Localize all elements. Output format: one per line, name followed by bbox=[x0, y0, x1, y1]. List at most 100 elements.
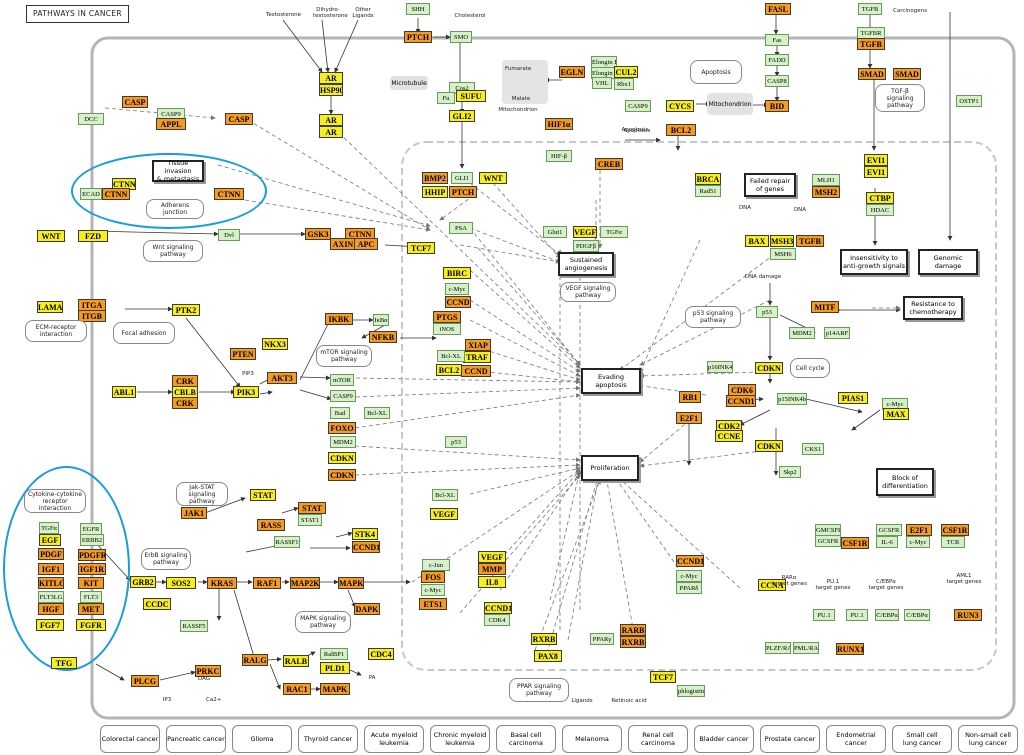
gene-p53[interactable]: p53 bbox=[756, 306, 778, 318]
gene-rac1[interactable]: RAC1 bbox=[283, 683, 311, 695]
gene-psa[interactable]: PSA bbox=[449, 222, 473, 234]
gene-tgfa[interactable]: TGFα bbox=[39, 522, 59, 534]
pathway-adherens[interactable]: Adherens junction bbox=[146, 199, 204, 219]
gene-bclxl-m2[interactable]: Bcl-XL bbox=[364, 407, 390, 419]
gene-max[interactable]: MAX bbox=[883, 408, 909, 420]
disease-link[interactable]: Renal cell carcinoma bbox=[628, 725, 688, 753]
pathway-mitochondrion[interactable]: Mitochondrion bbox=[707, 93, 753, 115]
gene-smad-a[interactable]: SMAD bbox=[858, 68, 886, 80]
gene-cmyc-m[interactable]: c-Myc bbox=[445, 283, 469, 295]
gene-ar-c[interactable]: AR bbox=[319, 126, 343, 138]
pathway-sustained-angio[interactable]: Sustained angiogenesis bbox=[558, 252, 614, 276]
gene-tfg[interactable]: TFG bbox=[51, 657, 77, 669]
gene-abl1[interactable]: ABL1 bbox=[112, 386, 136, 398]
gene-stk4[interactable]: STK4 bbox=[352, 528, 378, 540]
pathway-p53-pathway[interactable]: p53 signaling pathway bbox=[685, 306, 741, 328]
gene-ptch-m[interactable]: PTCH bbox=[449, 186, 477, 198]
disease-link[interactable]: Thyroid cancer bbox=[298, 725, 358, 753]
gene-cmyc-b[interactable]: c-Myc bbox=[421, 584, 445, 596]
gene-cebpa2[interactable]: C/EBPα bbox=[904, 609, 930, 621]
gene-pdgfr[interactable]: PDGFR bbox=[78, 549, 106, 561]
gene-e2f1[interactable]: E2F1 bbox=[676, 412, 702, 424]
gene-nkx3[interactable]: NKX3 bbox=[262, 338, 288, 350]
disease-link[interactable]: Small cell lung cancer bbox=[892, 725, 952, 753]
gene-mtor[interactable]: mTOR bbox=[330, 374, 354, 386]
disease-link[interactable]: Bladder cancer bbox=[694, 725, 754, 753]
gene-gcsfr2[interactable]: GCSFR bbox=[876, 524, 902, 536]
gene-pu1b[interactable]: PU.1 bbox=[846, 609, 868, 621]
gene-hdac[interactable]: HDAC bbox=[866, 204, 894, 216]
gene-rarb[interactable]: RARB bbox=[620, 624, 646, 636]
gene-ecad[interactable]: ECAD bbox=[80, 188, 102, 200]
disease-link[interactable]: Endometrial cancer bbox=[826, 725, 886, 753]
gene-cjun[interactable]: c-Jun bbox=[422, 559, 450, 571]
gene-appl[interactable]: APPL bbox=[156, 118, 186, 130]
pathway-genomic-damage[interactable]: Genomic damage bbox=[918, 249, 978, 275]
gene-bcl2-m[interactable]: BCL2 bbox=[436, 364, 462, 376]
gene-casp9-m[interactable]: CASP9 bbox=[330, 390, 356, 402]
gene-p53-m[interactable]: p53 bbox=[445, 436, 467, 448]
gene-ctnn-m[interactable]: CTNN bbox=[214, 188, 244, 200]
pathway-ecm-receptor[interactable]: ECM-receptor interaction bbox=[25, 320, 87, 342]
gene-tgfa-c[interactable]: TGFα bbox=[600, 226, 628, 238]
gene-casp[interactable]: CASP bbox=[122, 96, 148, 108]
gene-dcc[interactable]: DCC bbox=[78, 113, 104, 125]
gene-pld1[interactable]: PLD1 bbox=[320, 662, 350, 674]
gene-ccne[interactable]: CCNE bbox=[715, 430, 743, 442]
disease-link[interactable]: Colorectal cancer bbox=[100, 725, 160, 753]
pathway-tissue-invasion[interactable]: Tissue invasion & metastasis bbox=[152, 159, 204, 183]
pathway-erbb[interactable]: ErbB signaling pathway bbox=[141, 548, 191, 570]
gene-raf1[interactable]: RAF1 bbox=[253, 577, 281, 589]
gene-cks1[interactable]: CKS1 bbox=[802, 443, 824, 455]
gene-ccna[interactable]: CCNA bbox=[758, 579, 786, 591]
gene-wnt[interactable]: WNT bbox=[37, 230, 65, 242]
gene-rad51[interactable]: Rad51 bbox=[695, 185, 721, 197]
gene-tgfb-d[interactable]: TGFB bbox=[796, 235, 824, 247]
gene-nfkb[interactable]: NFKB bbox=[369, 331, 397, 343]
gene-casp-r[interactable]: CASP bbox=[225, 113, 253, 125]
gene-pdgf[interactable]: PDGF bbox=[38, 548, 64, 560]
gene-fos[interactable]: FOS bbox=[421, 571, 445, 583]
pathway-focal-adhesion[interactable]: Focal adhesion bbox=[113, 322, 175, 344]
gene-il6[interactable]: IL-6 bbox=[876, 536, 898, 548]
gene-axin[interactable]: AXIN bbox=[330, 238, 356, 250]
disease-link[interactable]: Acute myeloid leukemia bbox=[364, 725, 424, 753]
gene-bad[interactable]: Bad bbox=[330, 407, 350, 419]
gene-evi1-b[interactable]: EVI1 bbox=[864, 166, 888, 178]
gene-stat1[interactable]: STAT1 bbox=[298, 514, 322, 526]
gene-gsk3[interactable]: GSK3 bbox=[305, 228, 331, 240]
gene-evi1-a[interactable]: EVI1 bbox=[864, 154, 888, 166]
gene-phlogistin[interactable]: phlogistin bbox=[677, 685, 705, 697]
gene-creb[interactable]: CREB bbox=[595, 158, 623, 170]
gene-msh3[interactable]: MSH3 bbox=[770, 235, 794, 247]
gene-csf1r-a[interactable]: CSF1R bbox=[841, 537, 869, 549]
gene-hif2[interactable]: HIF-β bbox=[546, 150, 572, 162]
gene-itgb[interactable]: ITGB bbox=[78, 310, 106, 322]
gene-ralg[interactable]: RALG bbox=[242, 654, 268, 666]
gene-igf1[interactable]: IGF1 bbox=[38, 563, 64, 575]
disease-link[interactable]: Non-small cell lung cancer bbox=[958, 725, 1018, 753]
gene-stat[interactable]: STAT bbox=[250, 489, 276, 501]
gene-ikbk[interactable]: IKBK bbox=[325, 313, 353, 325]
gene-met[interactable]: MET bbox=[78, 603, 104, 615]
gene-fgf[interactable]: FGF7 bbox=[36, 619, 64, 631]
gene-ccnd-m2[interactable]: CCND bbox=[461, 365, 491, 377]
pathway-microtubule[interactable]: Microtubule bbox=[390, 76, 428, 90]
disease-link[interactable]: Glioma bbox=[232, 725, 292, 753]
gene-wnt-m[interactable]: WNT bbox=[479, 172, 507, 184]
gene-cdk4[interactable]: CDK4 bbox=[484, 614, 510, 626]
gene-dvl[interactable]: Dvl bbox=[218, 229, 240, 241]
pathway-failed-repair[interactable]: Failed repair of genes bbox=[744, 173, 796, 197]
gene-fas[interactable]: Fas bbox=[765, 34, 789, 46]
gene-rassf1[interactable]: RASSF1 bbox=[274, 536, 300, 548]
gene-flt3l[interactable]: FLT3LG bbox=[38, 591, 64, 603]
gene-vegf-d[interactable]: VEGF bbox=[478, 551, 506, 563]
gene-ctbp[interactable]: CTBP bbox=[866, 192, 894, 204]
gene-foxo[interactable]: FOXO bbox=[328, 422, 356, 434]
gene-cdkn-m[interactable]: CDKN bbox=[328, 452, 356, 464]
disease-link[interactable]: Pancreatic cancer bbox=[166, 725, 226, 753]
gene-dapk[interactable]: DAPK bbox=[354, 603, 380, 615]
pathway-wnt-pathway[interactable]: Wnt signaling pathway bbox=[143, 240, 203, 262]
disease-link[interactable]: Chronic myeloid leukemia bbox=[430, 725, 490, 753]
pathway-insensitivity[interactable]: Insensitivity to anti-growth signals bbox=[840, 249, 908, 275]
